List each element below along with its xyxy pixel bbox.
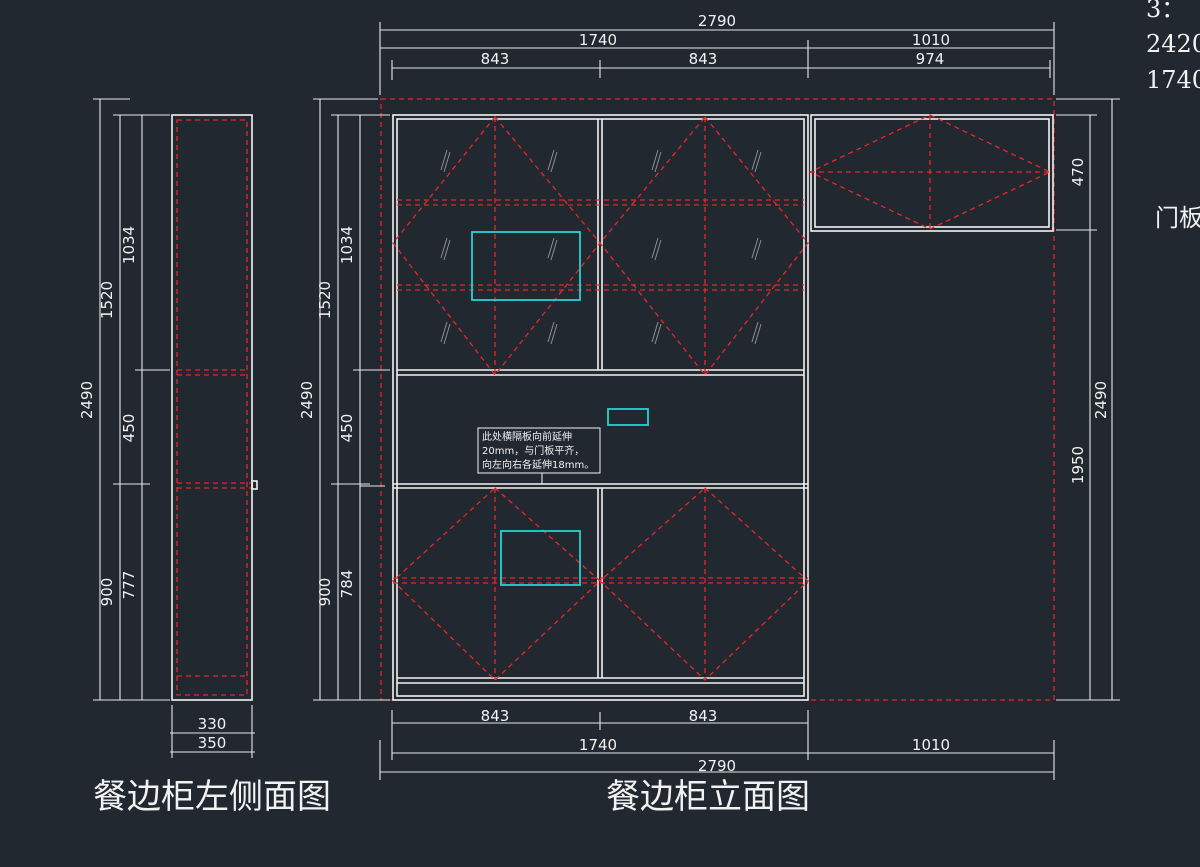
side-notes: 3： 2420 1740 门板 (1146, 0, 1200, 232)
dim-bottom-right: 1010 (912, 736, 950, 754)
dim-top-left: 1740 (579, 31, 617, 49)
dim-bottom-total: 2790 (698, 757, 736, 775)
dim-top-total: 2790 (698, 12, 736, 30)
side-dim-900: 900 (98, 578, 116, 607)
svg-text:门板: 门板 (1155, 204, 1200, 232)
elevation-hidden-outline (380, 98, 1055, 701)
svg-text:20mm，与门板平齐，: 20mm，与门板平齐， (482, 444, 584, 457)
dim-elev-900: 900 (316, 578, 334, 607)
left-cabinet-outline (392, 114, 809, 701)
dim-top-843-a: 843 (481, 50, 510, 68)
side-hidden-outline (176, 119, 248, 696)
side-dim-1520: 1520 (98, 281, 116, 319)
side-dim-330: 330 (198, 715, 227, 733)
elevation-view: 此处横隔板向前延伸 20mm，与门板平齐， 向左向右各延伸18mm。 2790 … (298, 12, 1120, 817)
elevation-title: 餐边柜立面图 (606, 777, 810, 817)
door-opening-indicators (392, 114, 1052, 681)
side-view: 2490 1520 900 1034 450 777 330 350 餐边柜左侧… (78, 98, 331, 817)
dim-elev-1520: 1520 (316, 281, 334, 319)
wall-cabinet-outline (810, 114, 1054, 232)
side-dim-777: 777 (120, 571, 138, 600)
dim-elev-2490: 2490 (298, 381, 316, 419)
side-dim-350: 350 (198, 734, 227, 752)
glass-hatch (440, 149, 762, 345)
cutout-upper (471, 231, 581, 301)
cutout-middle (607, 408, 649, 426)
svg-text:此处横隔板向前延伸: 此处横隔板向前延伸 (482, 430, 572, 443)
dim-right-2490: 2490 (1092, 381, 1110, 419)
side-dim-2490: 2490 (78, 381, 96, 419)
dim-elev-784: 784 (338, 570, 356, 599)
dim-bottom-left: 1740 (579, 736, 617, 754)
dim-elev-450: 450 (338, 414, 356, 443)
dim-top-right: 1010 (912, 31, 950, 49)
side-view-title: 餐边柜左侧面图 (93, 777, 331, 817)
dim-bottom-843-b: 843 (689, 707, 718, 725)
dim-elev-1034: 1034 (338, 226, 356, 264)
side-panel-outline (171, 114, 253, 701)
svg-text:向左向右各延伸18mm。: 向左向右各延伸18mm。 (482, 458, 594, 471)
dim-top-974: 974 (916, 50, 945, 68)
dim-bottom-843-a: 843 (481, 707, 510, 725)
dim-right-470: 470 (1069, 158, 1087, 187)
shelf-note: 此处横隔板向前延伸 20mm，与门板平齐， 向左向右各延伸18mm。 (477, 427, 601, 484)
svg-text:2420: 2420 (1146, 30, 1200, 58)
cutout-lower (500, 530, 581, 586)
svg-text:3：: 3： (1146, 0, 1185, 23)
svg-text:1740: 1740 (1146, 66, 1200, 94)
side-dim-450: 450 (120, 414, 138, 443)
dim-top-843-b: 843 (689, 50, 718, 68)
side-dim-1034: 1034 (120, 226, 138, 264)
dim-right-1950: 1950 (1069, 446, 1087, 484)
